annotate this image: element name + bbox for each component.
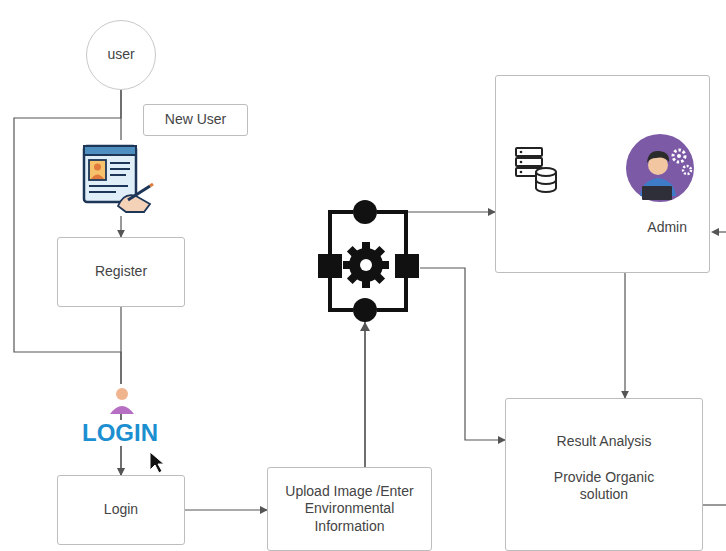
workflow-gear-icon — [308, 200, 420, 331]
node-text: Result Analysis — [557, 433, 652, 451]
node-text: Provide Organic solution — [534, 469, 674, 504]
node-text: Admin — [647, 219, 687, 237]
flow-arrow — [624, 273, 625, 398]
process-box: Register — [57, 237, 185, 307]
node-text: user — [107, 46, 134, 64]
register-icon — [76, 140, 156, 216]
login-wordmark: LOGIN — [80, 420, 160, 446]
admin-panel: Admin — [495, 75, 710, 273]
process-box: Upload Image /Enter Environmental Inform… — [267, 467, 432, 551]
node-text: Upload Image /Enter Environmental Inform… — [274, 483, 425, 536]
process-box: Login — [57, 475, 185, 545]
node-text: New User — [165, 111, 226, 129]
annotation-box: New User — [143, 104, 248, 136]
node-text: Login — [104, 501, 138, 519]
flow-arrow — [185, 509, 267, 510]
start-circle: user — [86, 20, 156, 90]
result-box: Result AnalysisProvide Organic solution — [505, 398, 703, 551]
node-text: Register — [95, 263, 147, 281]
